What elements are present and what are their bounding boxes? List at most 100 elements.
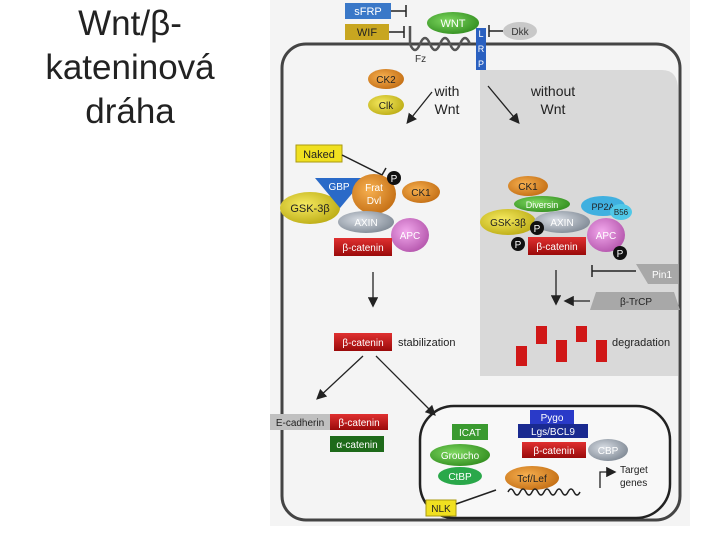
ctbp-label: CtBP [448, 472, 472, 483]
bcatenin-right: β-catenin [528, 237, 586, 255]
gsk3b-right: GSK-3β [480, 209, 536, 235]
wnt-label: WNT [440, 18, 465, 30]
pygo-label: Pygo [541, 413, 564, 424]
sfrp-protein: sFRP [345, 3, 391, 19]
apc-left: APC [391, 218, 429, 252]
lrp-r: R [478, 44, 485, 54]
bcatenin-junction: β-catenin [330, 414, 388, 430]
diversin-protein: Diversin [514, 196, 570, 212]
fz-label: Fz [415, 54, 426, 65]
nlk-protein: NLK [425, 499, 457, 517]
p-badge-left: P [387, 171, 401, 185]
lrp-l: L [478, 29, 483, 39]
gsk3b-left: GSK-3β [280, 192, 340, 224]
ck2-protein: CK2 [368, 69, 404, 89]
naked-label: Naked [303, 149, 335, 161]
ecadherin-protein: E-cadherin [270, 414, 330, 430]
without-wnt-line1: without [530, 83, 575, 99]
gsk3b-left-label: GSK-3β [290, 203, 329, 215]
tcf-label: Tcf/Lef [517, 474, 547, 485]
apc-left-label: APC [400, 231, 421, 242]
ck2-label: CK2 [376, 75, 396, 86]
to-nucleus-arrow [375, 355, 436, 416]
dkk-protein: Dkk [503, 22, 537, 40]
lgs-label: Lgs/BCL9 [531, 427, 575, 438]
naked-inhibition [341, 154, 383, 176]
to-adhesion-arrow [316, 355, 364, 400]
pin1-protein: Pin1 [636, 264, 678, 284]
slide-title: Wnt/β- kateninová dráha [0, 2, 260, 134]
degradation-label: degradation [612, 337, 670, 349]
naked-protein: Naked [295, 144, 343, 163]
dkk-label: Dkk [511, 27, 529, 38]
title-line-2: kateninová [45, 48, 215, 87]
p-label-right-1: P [534, 224, 541, 235]
dvl-label: Dvl [367, 196, 381, 207]
pp2a-label: PP2A [591, 202, 614, 212]
p-label-left: P [391, 174, 398, 185]
p-badge-right-1: P [530, 221, 544, 235]
ck1-right: CK1 [508, 176, 548, 196]
axin-right-label: AXIN [550, 218, 573, 229]
bcatenin-stable: β-catenin [334, 333, 392, 351]
frat-label: Frat [365, 183, 383, 194]
nlk-inhibition [455, 489, 497, 505]
bcatenin-left-label: β-catenin [342, 243, 383, 254]
acatenin-protein: α-catenin [330, 436, 384, 452]
frizzled-receptor [408, 26, 472, 52]
ecadherin-label: E-cadherin [276, 418, 324, 429]
title-line-3: dráha [85, 92, 175, 131]
ck1-left-label: CK1 [411, 188, 431, 199]
axin-left: AXIN [338, 211, 394, 233]
bcatenin-nuclear: β-catenin [522, 442, 586, 458]
acatenin-label: α-catenin [336, 440, 377, 451]
clk-label: Clk [379, 101, 394, 112]
wnt-pathway-diagram: sFRP WIF WNT Fz L R P Dkk CK2 Clk with W… [270, 0, 690, 526]
b56-label: B56 [614, 208, 629, 217]
cbp-protein: CBP [588, 439, 628, 461]
axin-left-label: AXIN [354, 218, 377, 229]
with-wnt-line1: with [434, 83, 460, 99]
groucho-protein: Groucho [430, 444, 490, 466]
lgs-bcl9-protein: Lgs/BCL9 [518, 424, 588, 438]
degraded-bcatenin-fragments [516, 326, 607, 366]
without-wnt-arrow [487, 85, 520, 124]
wnt-ligand: WNT [427, 12, 479, 34]
wif-label: WIF [357, 27, 377, 39]
title-line-1: Wnt/β- [78, 4, 182, 43]
bcatenin-junction-label: β-catenin [338, 418, 379, 429]
sfrp-label: sFRP [354, 6, 382, 18]
with-wnt-line2: Wnt [435, 101, 460, 117]
btrcp-label: β-TrCP [620, 297, 652, 308]
b56-protein: B56 [610, 204, 632, 220]
ck1-right-label: CK1 [518, 182, 538, 193]
ck1-left: CK1 [402, 181, 440, 203]
gsk3b-right-label: GSK-3β [490, 218, 526, 229]
apc-right: APC [587, 218, 625, 252]
pin1-label: Pin1 [652, 270, 672, 281]
pathway-svg: sFRP WIF WNT Fz L R P Dkk CK2 Clk with W… [270, 3, 682, 522]
p-label-right-2: P [515, 240, 522, 251]
lrp-p: P [478, 59, 484, 69]
apc-right-label: APC [596, 231, 617, 242]
axin-right: AXIN [534, 211, 590, 233]
target-genes-line2: genes [620, 478, 647, 489]
cbp-label: CBP [598, 446, 619, 457]
ctbp-protein: CtBP [438, 467, 482, 485]
p-badge-right-2: P [511, 237, 525, 251]
p-label-right-3: P [617, 249, 624, 260]
pygo-protein: Pygo [530, 410, 574, 424]
clk-protein: Clk [368, 95, 404, 115]
btrcp-protein: β-TrCP [590, 292, 680, 310]
target-genes-line1: Target [620, 465, 648, 476]
bcatenin-stable-label: β-catenin [342, 338, 383, 349]
wif-protein: WIF [345, 24, 389, 40]
gbp-protein: GBP [315, 178, 365, 208]
groucho-label: Groucho [441, 451, 480, 462]
p-badge-right-3: P [613, 246, 627, 260]
bcatenin-nuclear-label: β-catenin [533, 446, 574, 457]
stabilization-label: stabilization [398, 337, 455, 349]
lrp-coreceptor: L R P [476, 28, 486, 70]
bcatenin-left: β-catenin [334, 238, 392, 256]
with-wnt-arrow [406, 91, 433, 125]
